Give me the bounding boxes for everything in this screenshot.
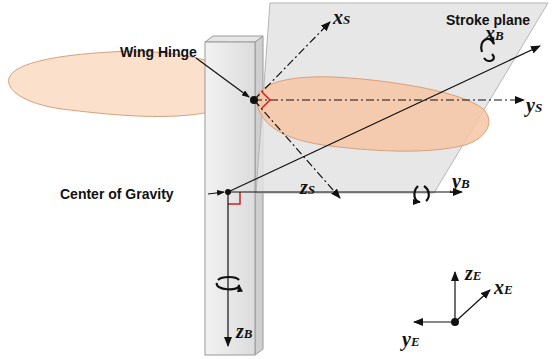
wing-hinge-point: [250, 96, 258, 104]
yb-axis: [228, 191, 462, 192]
earth-origin-point: [451, 318, 459, 326]
part-label: Wing Hinge: [120, 44, 197, 60]
stroke-plane: [256, 3, 548, 193]
axis-label: yE: [402, 328, 420, 351]
leader-line: [208, 192, 224, 194]
axis-label: xS: [333, 6, 350, 29]
rotation-symbol: [217, 283, 239, 289]
center-of-gravity-point: [225, 189, 231, 195]
rotation-symbol: [414, 186, 420, 202]
ye-axis: [414, 321, 455, 322]
ze-axis: [454, 272, 455, 322]
zb-axis: [227, 192, 228, 346]
axis-label: yS: [526, 94, 542, 117]
ys-axis: [254, 99, 524, 100]
body-bar: [205, 42, 255, 355]
xb-axis: [228, 46, 540, 192]
axis-label: xE: [494, 276, 513, 299]
right-wing: [256, 77, 489, 151]
rotation-symbol: [218, 277, 239, 280]
xe-axis: [455, 290, 490, 322]
right-angle-mark: [262, 92, 270, 108]
rotation-symbol: [484, 54, 494, 61]
axis-label: zB: [236, 320, 252, 343]
leader-line: [196, 58, 249, 97]
zs-axis: [254, 100, 340, 198]
body-bar-top: [205, 36, 263, 42]
axis-label: zS: [300, 176, 315, 199]
body-bar-side: [255, 36, 263, 355]
axis-label: yB: [452, 170, 470, 193]
axis-label: xB: [485, 22, 504, 45]
part-label: Center of Gravity: [60, 186, 174, 202]
rotation-symbol: [424, 186, 429, 201]
xs-axis: [254, 22, 330, 100]
axis-label: zE: [465, 262, 481, 285]
